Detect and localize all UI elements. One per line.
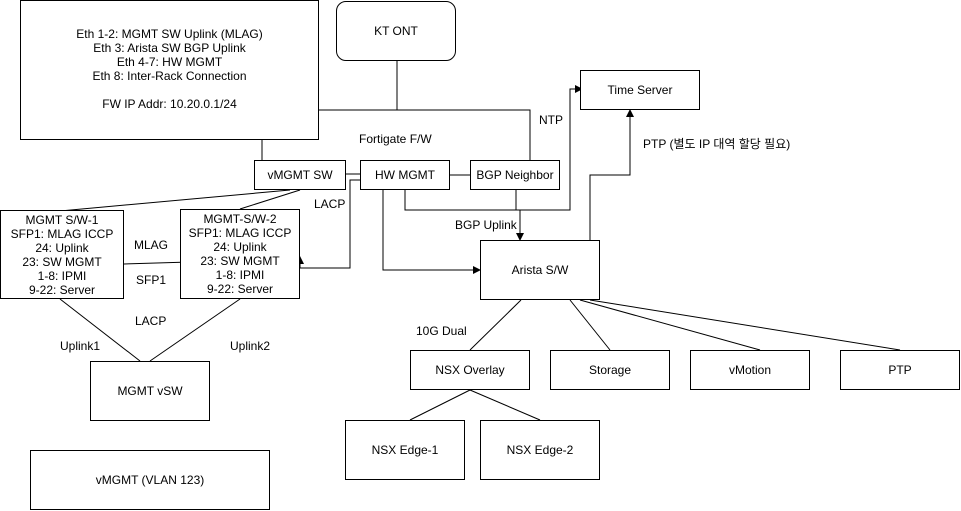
- node-nsx-overlay[interactable]: NSX Overlay: [410, 350, 530, 390]
- node-bgp-neighbor[interactable]: BGP Neighbor: [470, 160, 560, 190]
- node-mgmt-sw-2[interactable]: MGMT-S/W-2 SFP1: MLAG ICCP 24: Uplink 23…: [180, 209, 300, 299]
- line-arista-to-storage: [569, 299, 611, 351]
- node-hw-mgmt-label: HW MGMT: [375, 168, 435, 182]
- node-ptp-label: PTP: [888, 363, 912, 377]
- node-time-server[interactable]: Time Server: [580, 70, 700, 110]
- mgmt-sw1-line-6: 9-22: Server: [28, 282, 96, 297]
- line-sw2-to-vsw: [149, 298, 241, 362]
- mgmt-sw2-line-1: MGMT-S/W-2: [203, 212, 277, 226]
- node-kt-ont[interactable]: KT ONT: [336, 1, 456, 61]
- edge-label-10g-dual: 10G Dual: [416, 324, 467, 338]
- mgmt-sw1-line-1: MGMT S/W-1: [25, 212, 99, 227]
- mgmt-sw1-line-4: 23: SW MGMT: [22, 254, 102, 269]
- node-vmgmt-sw-label: vMGMT SW: [267, 168, 333, 182]
- fw-spacer: [21, 83, 318, 97]
- edge-label-mlag: MLAG: [134, 238, 169, 252]
- node-kt-ont-label: KT ONT: [374, 24, 418, 38]
- edge-label-ntp: NTP: [539, 113, 563, 127]
- node-arista-sw-label: Arista S/W: [511, 263, 569, 277]
- node-mgmt-vsw[interactable]: MGMT vSW: [90, 361, 210, 421]
- line-lacp-hw-to-sw2: [296, 179, 360, 269]
- edge-label-lacp-bottom: LACP: [135, 314, 167, 328]
- node-vmgmt-sw[interactable]: vMGMT SW: [254, 160, 346, 190]
- mgmt-sw2-line-3: 24: Uplink: [213, 240, 267, 254]
- node-nsx-overlay-label: NSX Overlay: [435, 363, 505, 377]
- line-hw-to-arista: [382, 190, 481, 274]
- node-ptp[interactable]: PTP: [840, 350, 960, 390]
- node-nsx-edge-1[interactable]: NSX Edge-1: [345, 420, 465, 480]
- line-fw-bus: [319, 109, 531, 162]
- node-vmotion-label: vMotion: [728, 363, 772, 377]
- fw-port-line-1: Eth 1-2: MGMT SW Uplink (MLAG): [76, 27, 263, 41]
- fw-ip-addr: FW IP Addr: 10.20.0.1/24: [102, 97, 237, 111]
- node-vmgmt-vlan-label: vMGMT (VLAN 123): [95, 473, 205, 487]
- mgmt-sw2-line-6: 9-22: Server: [206, 282, 274, 296]
- node-hw-mgmt[interactable]: HW MGMT: [360, 160, 450, 190]
- line-ntp-to-time-server: [404, 85, 583, 211]
- line-vmgmt-to-sw1: [59, 189, 291, 212]
- fw-port-line-2: Eth 3: Arista SW BGP Uplink: [93, 41, 246, 55]
- node-mgmt-sw-1[interactable]: MGMT S/W-1 SFP1: MLAG ICCP 24: Uplink 23…: [0, 210, 124, 299]
- mgmt-sw2-line-5: 1-8: IPMI: [215, 268, 265, 282]
- edge-label-lacp-top: LACP: [314, 197, 346, 211]
- line-ptp-to-time-server: [589, 109, 634, 240]
- line-mlag: [123, 261, 191, 265]
- firewall-info-box: Eth 1-2: MGMT SW Uplink (MLAG) Eth 3: Ar…: [20, 0, 319, 140]
- edge-label-uplink2: Uplink2: [230, 339, 271, 353]
- node-nsx-edge-2-label: NSX Edge-2: [506, 443, 574, 457]
- line-nsx-to-edge2: [469, 389, 541, 421]
- node-arista-sw[interactable]: Arista S/W: [480, 240, 600, 300]
- mgmt-sw1-line-5: 1-8: IPMI: [37, 268, 87, 283]
- node-nsx-edge-1-label: NSX Edge-1: [371, 443, 439, 457]
- mgmt-sw1-line-2: SFP1: MLAG ICCP: [10, 226, 114, 241]
- line-arista-to-nsx: [469, 299, 522, 351]
- edge-label-ptp-note: PTP (별도 IP 대역 할당 필요): [643, 137, 791, 151]
- node-time-server-label: Time Server: [607, 83, 673, 97]
- firewall-label: Fortigate F/W: [359, 132, 432, 146]
- node-vmotion[interactable]: vMotion: [690, 350, 810, 390]
- node-bgp-neighbor-label: BGP Neighbor: [476, 168, 554, 182]
- mgmt-sw1-line-3: 24: Uplink: [35, 240, 89, 255]
- line-nsx-to-edge1: [409, 389, 471, 421]
- edge-label-bgp-uplink: BGP Uplink: [455, 218, 517, 232]
- node-mgmt-vsw-label: MGMT vSW: [117, 384, 183, 398]
- node-vmgmt-vlan[interactable]: vMGMT (VLAN 123): [30, 450, 270, 510]
- mgmt-sw2-line-4: 23: SW MGMT: [200, 254, 280, 268]
- line-sw1-to-vsw: [59, 298, 141, 362]
- line-arista-to-ptp: [589, 299, 901, 351]
- node-storage[interactable]: Storage: [550, 350, 670, 390]
- edge-label-sfp1: SFP1: [136, 273, 167, 287]
- mgmt-sw2-line-2: SFP1: MLAG ICCP: [188, 226, 292, 240]
- node-storage-label: Storage: [588, 363, 632, 377]
- line-arista-to-vmotion: [579, 299, 761, 351]
- fw-port-line-4: Eth 8: Inter-Rack Connection: [92, 69, 247, 83]
- edge-label-uplink1: Uplink1: [60, 339, 101, 353]
- fw-port-line-3: Eth 4-7: HW MGMT: [116, 55, 223, 69]
- line-bgp-to-arista: [515, 190, 524, 241]
- node-nsx-edge-2[interactable]: NSX Edge-2: [480, 420, 600, 480]
- line-vmgmt-to-sw2: [239, 189, 301, 210]
